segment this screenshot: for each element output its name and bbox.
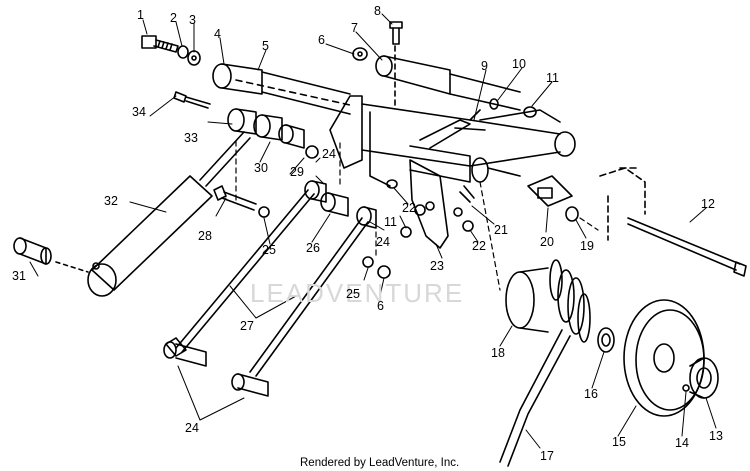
washer-25-left: [258, 206, 270, 218]
nut-29: [305, 145, 319, 159]
callout-10: 10: [512, 57, 526, 71]
cap-31: [13, 237, 52, 265]
callout-11-lower: 11: [384, 215, 397, 229]
upper-tube-4-5: [212, 63, 351, 115]
callout-24-top: 24: [322, 147, 336, 161]
nut-11-top: [523, 106, 537, 118]
bushing-24-b: [356, 206, 377, 229]
footer-credit: Rendered by LeadVenture, Inc.: [300, 457, 459, 469]
callout-3: 3: [189, 13, 196, 27]
callout-17: 17: [540, 449, 554, 463]
callout-14: 14: [675, 436, 689, 450]
nut-6-lower: [377, 265, 391, 279]
bushing-26: [320, 192, 349, 217]
cross-tube-right: [469, 109, 576, 167]
washer-3: [187, 50, 201, 66]
callout-25-lower: 25: [346, 287, 360, 301]
frame-bracket: [329, 95, 486, 187]
bolt-28: [213, 185, 257, 211]
pulley-15: [623, 299, 705, 417]
callout-5: 5: [262, 39, 269, 53]
callout-24-bottom: 24: [185, 421, 199, 435]
callout-28: 28: [198, 229, 212, 243]
spring-17: [499, 259, 591, 467]
spacer-30b: [278, 124, 305, 149]
callout-31: 31: [12, 269, 26, 283]
callout-21: 21: [494, 223, 508, 237]
callout-16: 16: [584, 387, 598, 401]
pin-10: [489, 98, 499, 110]
screw-14: [682, 384, 690, 392]
nut-6-top: [352, 47, 368, 61]
nut-22-left: [414, 204, 426, 216]
callout-30: 30: [254, 161, 268, 175]
callout-1: 1: [137, 8, 144, 22]
nut-22-right: [462, 220, 474, 232]
callout-6-lower: 6: [377, 299, 384, 313]
callout-12: 12: [701, 197, 715, 211]
callout-22-left: 22: [402, 201, 416, 215]
callout-32: 32: [104, 194, 118, 208]
callout-18: 18: [491, 346, 505, 360]
link-rod-27b: [231, 217, 369, 397]
callout-27: 27: [240, 319, 254, 333]
washer-25-lower: [362, 256, 374, 268]
callout-26: 26: [306, 241, 320, 255]
bolt-1: [141, 35, 179, 53]
bolt-8: [389, 21, 403, 45]
link-rod-27a: [163, 189, 315, 367]
callout-24-right: 24: [376, 235, 390, 249]
callout-4: 4: [214, 27, 221, 41]
callout-25-left: 25: [262, 243, 276, 257]
callout-13: 13: [709, 429, 723, 443]
callout-9: 9: [481, 59, 488, 73]
callout-34: 34: [132, 105, 146, 119]
bolt-34: [173, 91, 211, 109]
nut-22-upper: [386, 179, 398, 189]
leader-lines: [29, 13, 717, 449]
callout-20: 20: [540, 235, 554, 249]
bushing-24-a: [304, 180, 327, 203]
hub-13: [689, 357, 719, 399]
washer-16: [597, 327, 615, 353]
lower-tube: [409, 145, 521, 183]
callout-15: 15: [612, 435, 626, 449]
upper-tube-right: [375, 55, 521, 111]
plate-23: [409, 159, 449, 249]
callout-11-top: 11: [546, 71, 559, 85]
strut-32: [87, 131, 251, 297]
bushing-18: [505, 267, 549, 333]
watermark-text: LEADVENTURE: [250, 278, 464, 308]
callout-23: 23: [430, 259, 444, 273]
long-bolt-12: [627, 217, 747, 277]
callout-33: 33: [184, 131, 198, 145]
washer-19: [565, 206, 579, 222]
bolt-21: [453, 185, 475, 217]
callout-2: 2: [170, 11, 177, 25]
washer-2: [177, 45, 189, 59]
callout-labels: 1 2 3 4 5 6 7 8 9 10 11 12 13 14 15 16 1…: [12, 4, 723, 463]
callout-7: 7: [351, 21, 358, 35]
callout-8: 8: [374, 4, 381, 18]
end-bracket-dashed: [599, 167, 646, 241]
bracket-20: [527, 175, 573, 207]
callout-6-top: 6: [318, 33, 325, 47]
callout-29: 29: [290, 165, 304, 179]
callout-22-right: 22: [472, 239, 486, 253]
bushing-33: [227, 108, 257, 135]
bushing-30: [253, 114, 283, 141]
callout-19: 19: [580, 239, 594, 253]
